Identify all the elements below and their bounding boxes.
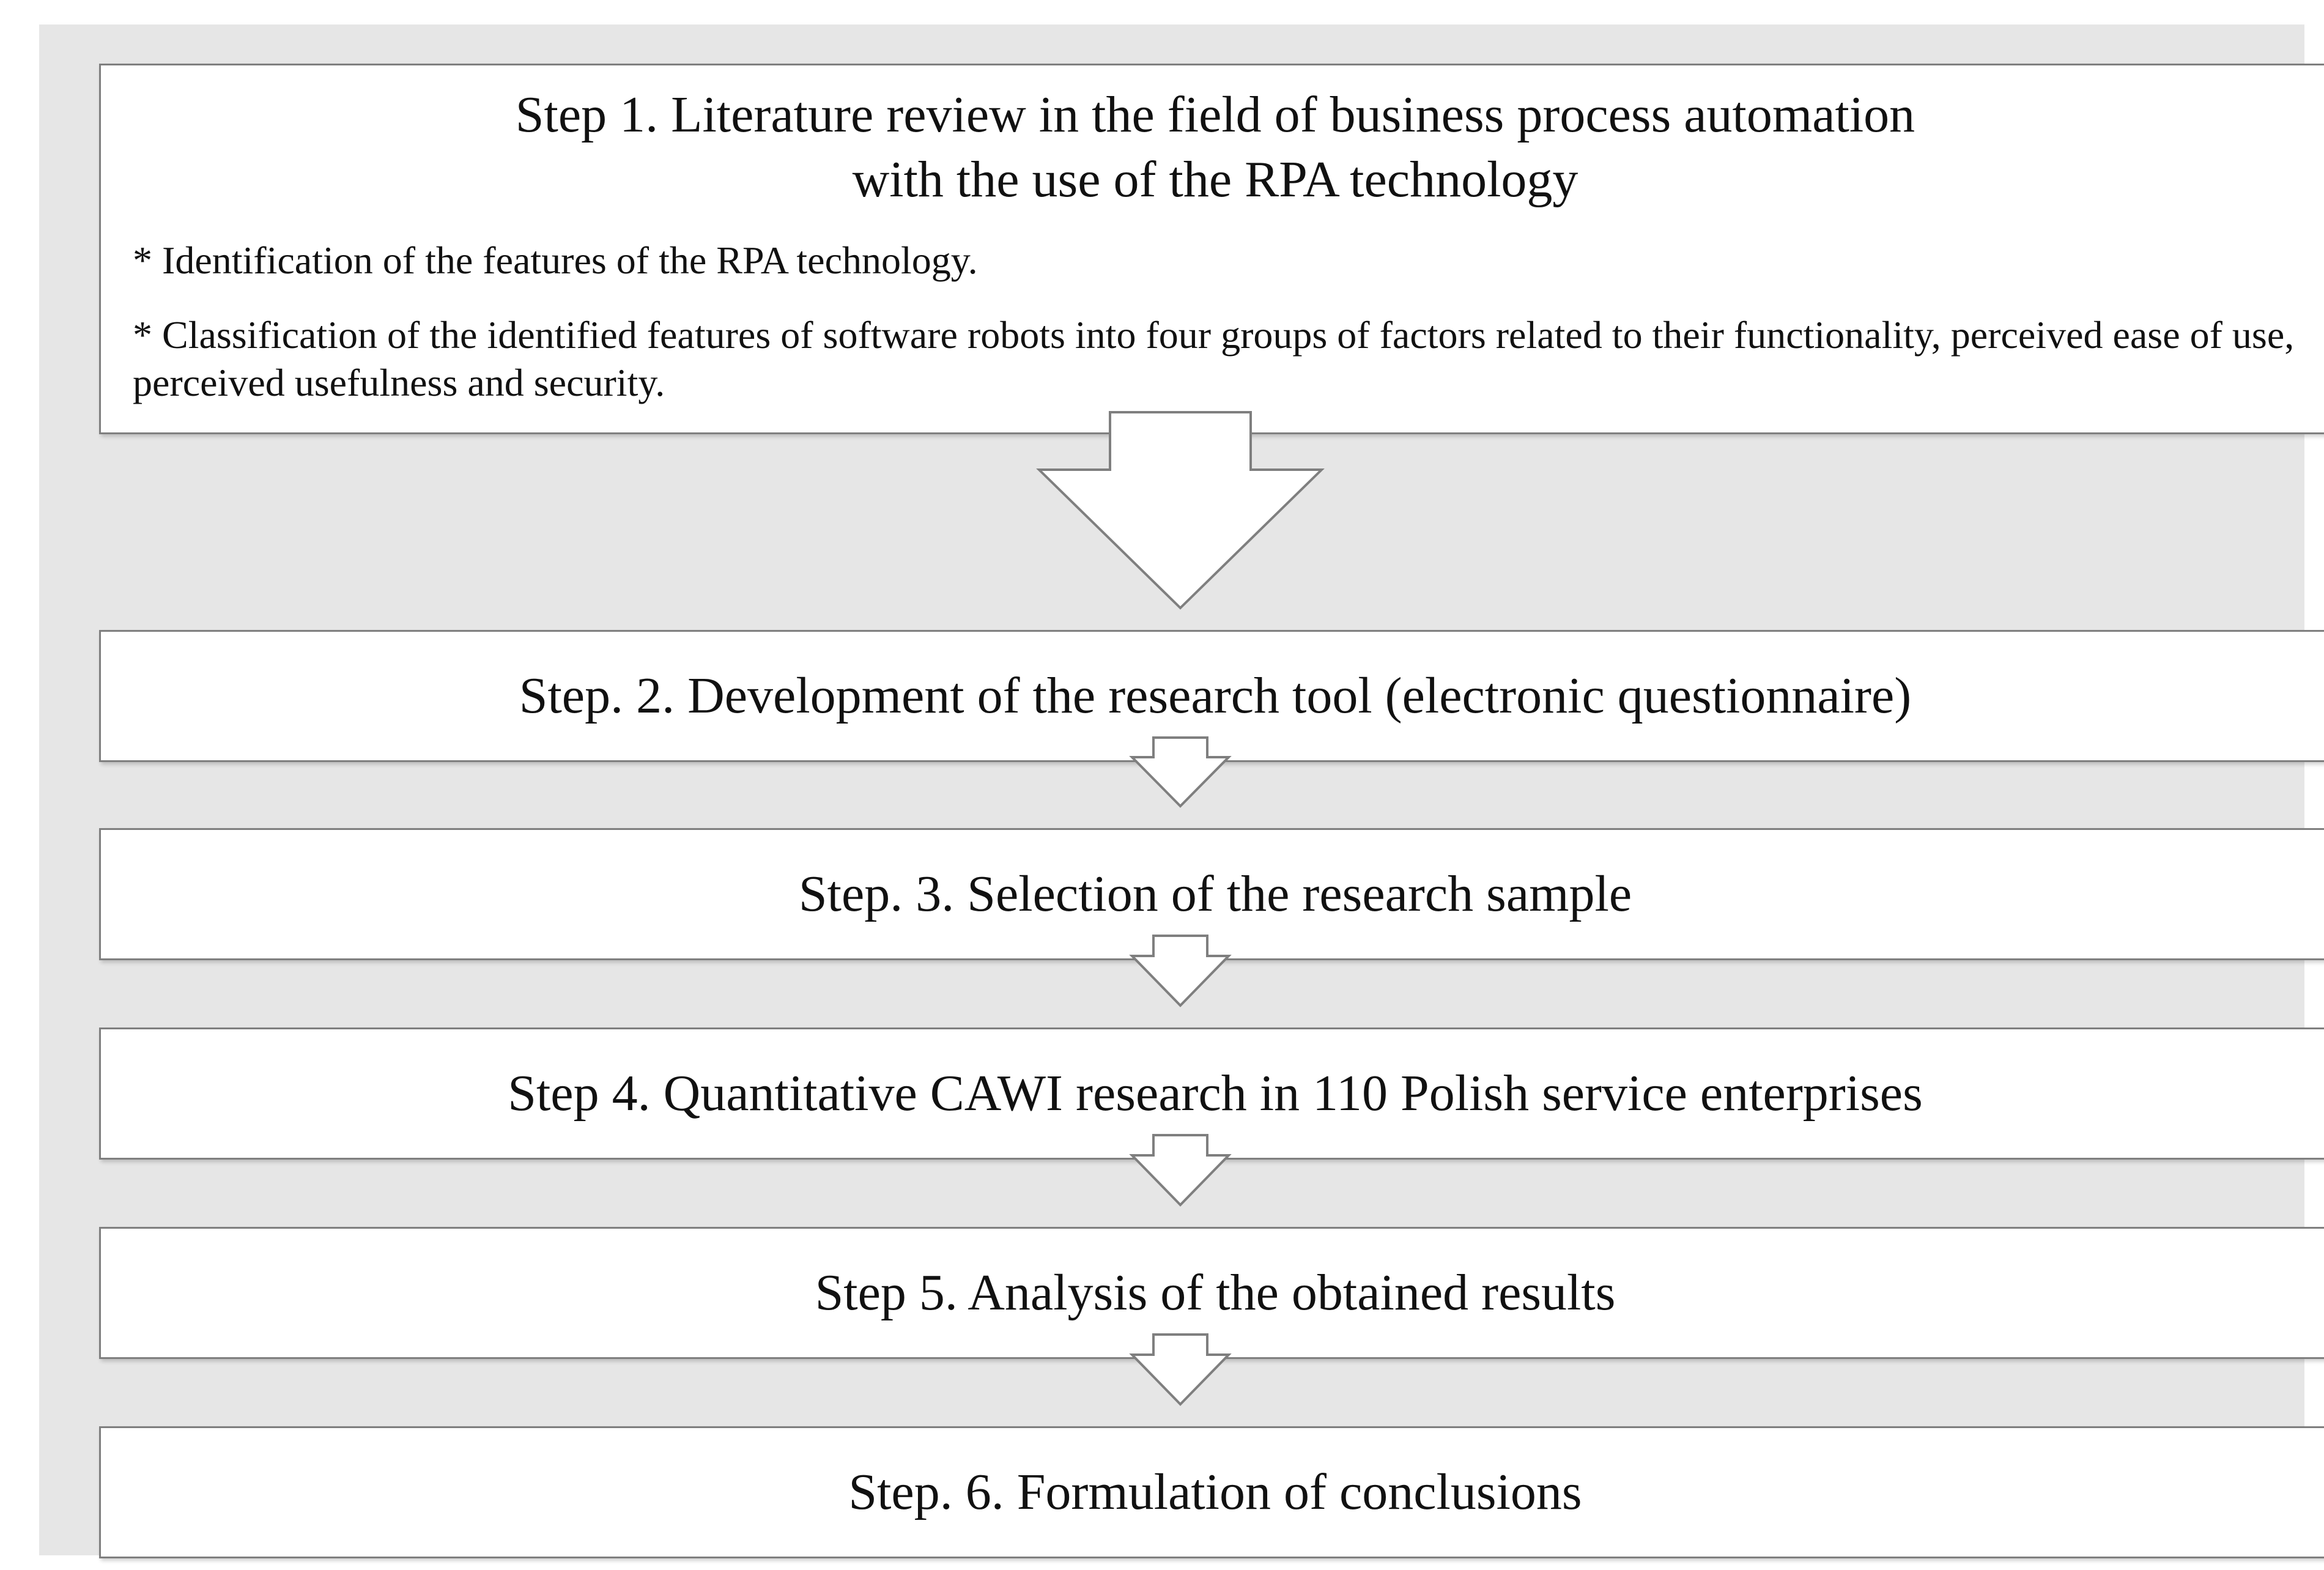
step-1-title-line-2: with the use of the RPA technology bbox=[852, 151, 1578, 208]
step-6-title: Step. 6. Formulation of conclusions bbox=[848, 1464, 1582, 1520]
step-4-box: Step 4. Quantitative CAWI research in 11… bbox=[99, 1028, 2324, 1160]
step-1-box: Step 1. Literature review in the field o… bbox=[99, 64, 2324, 434]
step-1-title: Step 1. Literature review in the field o… bbox=[101, 83, 2324, 212]
step-3-title: Step. 3. Selection of the research sampl… bbox=[798, 865, 1632, 922]
step-4-title: Step 4. Quantitative CAWI research in 11… bbox=[508, 1065, 1923, 1122]
step-1-bullet-1: * Identification of the features of the … bbox=[133, 239, 978, 282]
step-6-box: Step. 6. Formulation of conclusions bbox=[99, 1426, 2324, 1558]
step-3-box: Step. 3. Selection of the research sampl… bbox=[99, 828, 2324, 960]
diagram-background-panel: Step 1. Literature review in the field o… bbox=[39, 24, 2324, 1558]
step-5-box: Step 5. Analysis of the obtained results bbox=[99, 1227, 2324, 1359]
step-2-title: Step. 2. Development of the research too… bbox=[519, 667, 1912, 724]
step-2-box: Step. 2. Development of the research too… bbox=[99, 630, 2324, 762]
step-5-title: Step 5. Analysis of the obtained results bbox=[815, 1264, 1616, 1321]
step-1-bullet-2: * Classification of the identified featu… bbox=[133, 313, 2295, 404]
step-1-title-line-1: Step 1. Literature review in the field o… bbox=[515, 86, 1915, 143]
